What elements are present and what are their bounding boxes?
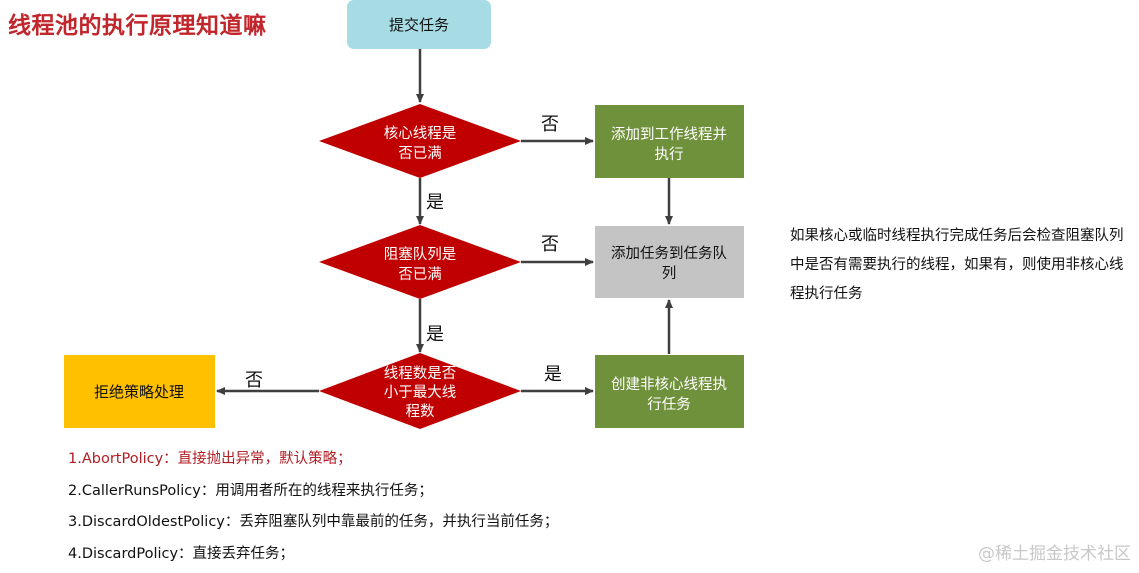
edge-label-queue-no: 否 — [541, 234, 559, 255]
node-reject-policy: 拒绝策略处理 — [64, 355, 215, 428]
policy-abort: 1.AbortPolicy：直接抛出异常，默认策略； — [68, 447, 558, 479]
node-add-to-task-queue: 添加任务到任务队 列 — [595, 226, 744, 298]
decision-max-line-3: 程数 — [406, 403, 435, 420]
edge-label-max-yes: 是 — [544, 364, 562, 385]
decision-queue-line-1: 阻塞队列是 — [384, 245, 457, 263]
policy-discard-oldest: 3.DiscardOldestPolicy：丢弃阻塞队列中靠最前的任务，并执行当… — [68, 510, 558, 542]
decision-queue-full: 阻塞队列是 否已满 — [319, 225, 521, 299]
node-create-noncore-line-1: 创建非核心线程执 — [611, 376, 727, 393]
edge-label-queue-yes: 是 — [426, 324, 444, 345]
policy-caller-runs: 2.CallerRunsPolicy：用调用者所在的线程来执行任务； — [68, 479, 558, 511]
decision-core-line-1: 核心线程是 — [384, 125, 457, 142]
side-note: 如果核心或临时线程执行完成任务后会检查阻塞队列中是否有需要执行的线程，如果有，则… — [790, 222, 1135, 309]
node-reject-label: 拒绝策略处理 — [94, 383, 184, 401]
decision-queue-line-2: 否已满 — [398, 266, 442, 283]
watermark: @稀土掘金技术社区 — [978, 539, 1131, 564]
decision-core-line-2: 否已满 — [398, 145, 442, 162]
node-submit-task-label: 提交任务 — [389, 16, 449, 34]
decision-threads-below-max: 线程数是否 小于最大线 程数 — [319, 353, 521, 429]
node-create-noncore-thread: 创建非核心线程执 行任务 — [595, 355, 744, 428]
node-submit-task: 提交任务 — [347, 0, 491, 49]
decision-max-line-1: 线程数是否 — [384, 365, 457, 382]
node-add-worker-and-run: 添加到工作线程并 执行 — [595, 105, 744, 178]
node-create-noncore-line-2: 行任务 — [647, 396, 691, 413]
node-add-queue-line-2: 列 — [662, 265, 677, 282]
decision-core-threads-full: 核心线程是 否已满 — [319, 104, 521, 178]
reject-policy-list: 1.AbortPolicy：直接抛出异常，默认策略； 2.CallerRunsP… — [68, 447, 558, 573]
edge-label-max-no: 否 — [245, 370, 263, 391]
decision-max-line-2: 小于最大线 — [384, 384, 457, 401]
edge-label-core-no: 否 — [541, 114, 559, 135]
node-add-worker-line-2: 执行 — [655, 146, 684, 163]
node-add-worker-line-1: 添加到工作线程并 — [611, 126, 727, 143]
edge-label-core-yes: 是 — [426, 192, 444, 213]
policy-discard: 4.DiscardPolicy：直接丢弃任务； — [68, 542, 558, 573]
node-add-queue-line-1: 添加任务到任务队 — [611, 245, 727, 262]
